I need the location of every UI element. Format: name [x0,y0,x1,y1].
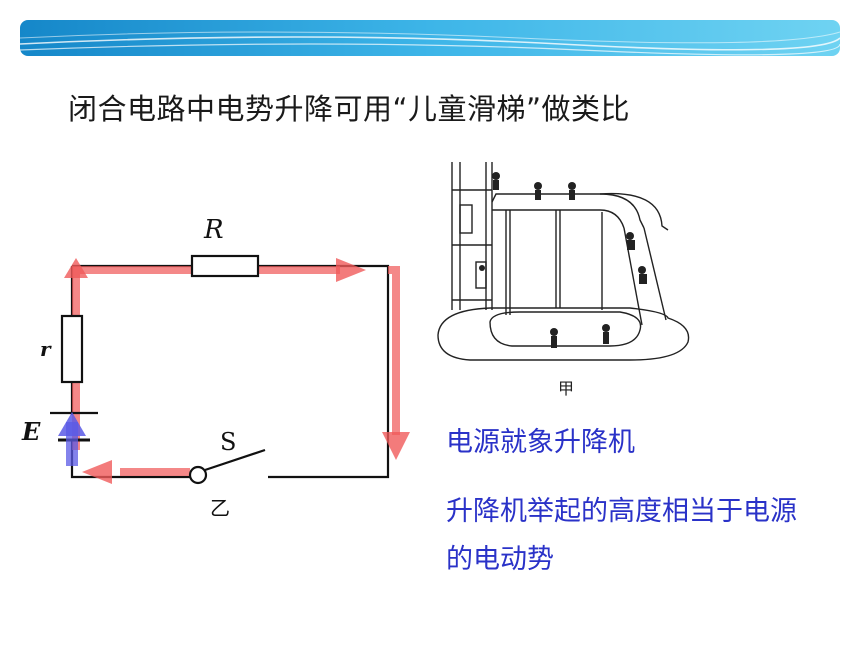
circuit-diagram: R r E S 乙 [21,215,410,520]
circuit-caption: 乙 [210,496,230,520]
resistor-R [190,254,260,278]
resistor-r [60,314,84,384]
switch-blade [204,448,266,472]
switch-pivot [188,465,208,485]
bullet-power-source: 电源就象升降机 [446,427,635,458]
header-banner [19,20,841,56]
label-R: R [203,215,224,245]
battery-arrow [58,412,86,436]
arrow-down-right [382,432,410,460]
label-E: E [21,417,41,446]
label-S: S [220,428,236,456]
bullet-emf: 升降机举起的高度相当于电源的电动势 [446,496,797,575]
arrow-right-top [336,258,366,282]
slide-caption: 甲 [558,379,574,398]
arrow-up-left [64,258,88,278]
arrow-left-bottom [82,460,112,484]
label-r: r [40,337,52,361]
slide-illustration: 甲 [437,162,690,398]
page-title: 闭合电路中电势升降可用“儿童滑梯”做类比 [68,92,631,126]
